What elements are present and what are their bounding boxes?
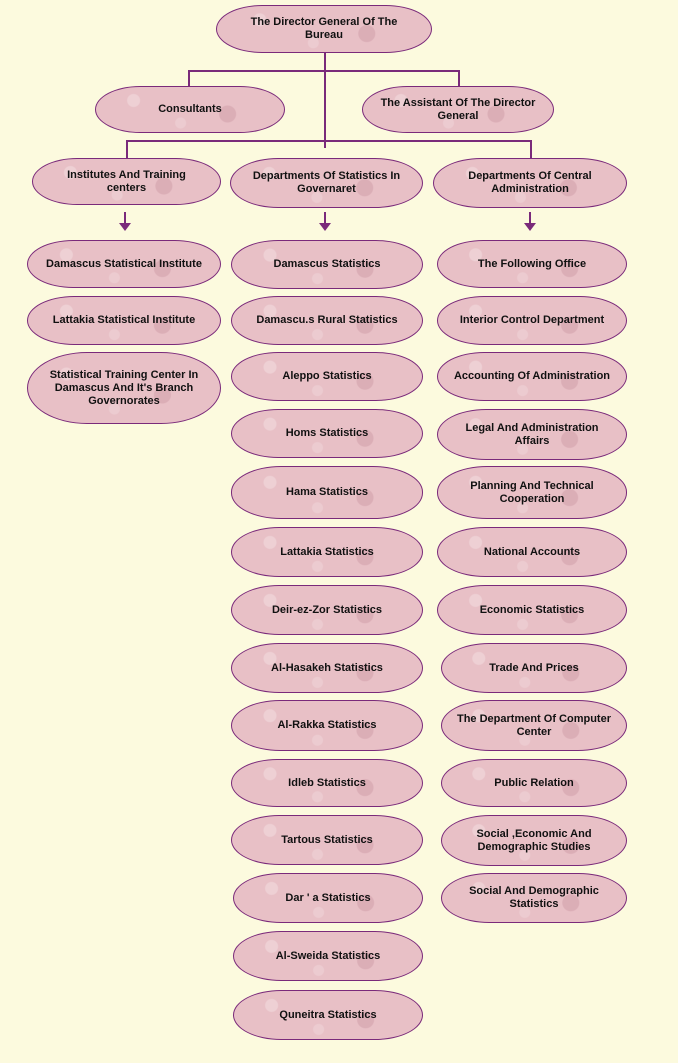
governorate-node: Damascus Statistics: [231, 240, 423, 289]
governorate-node: Deir-ez-Zor Statistics: [231, 585, 423, 635]
governorate-node: Lattakia Statistics: [231, 527, 423, 577]
governorate-node: Dar ' a Statistics: [233, 873, 423, 923]
connector-top-horizontal: [188, 70, 460, 72]
governorate-node: Al-Hasakeh Statistics: [231, 643, 423, 693]
governorate-node: Al-Sweida Statistics: [233, 931, 423, 981]
director-general-node: The Director General Of The Bureau: [216, 5, 432, 53]
governorate-node: Quneitra Statistics: [233, 990, 423, 1040]
connector-consultants-drop: [188, 70, 190, 86]
institute-node: Lattakia Statistical Institute: [27, 296, 221, 345]
central-dept-node: Economic Statistics: [437, 585, 627, 635]
governorate-node: Tartous Statistics: [231, 815, 423, 865]
consultants-node: Consultants: [95, 86, 285, 133]
governorate-node: Damascu.s Rural Statistics: [231, 296, 423, 345]
central-dept-node: The Department Of Computer Center: [441, 700, 627, 751]
connector-director-down: [324, 52, 326, 148]
connector-branch-horizontal: [126, 140, 532, 142]
arrow-down-icon: [319, 212, 331, 231]
institute-node: Damascus Statistical Institute: [27, 240, 221, 288]
central-dept-node: Interior Control Department: [437, 296, 627, 345]
assistant-director-node: The Assistant Of The Director General: [362, 86, 554, 133]
connector-central-drop: [530, 140, 532, 159]
governorate-node: Aleppo Statistics: [231, 352, 423, 401]
arrow-down-icon: [119, 212, 131, 231]
governorate-node: Hama Statistics: [231, 466, 423, 519]
central-dept-node: Planning And Technical Cooperation: [437, 466, 627, 519]
central-dept-node: Social And Demographic Statistics: [441, 873, 627, 923]
central-branch-node: Departments Of Central Administration: [433, 158, 627, 208]
central-dept-node: Social ,Economic And Demographic Studies: [441, 815, 627, 866]
governorate-node: Homs Statistics: [231, 409, 423, 458]
arrow-down-icon: [524, 212, 536, 231]
institute-node: Statistical Training Center In Damascus …: [27, 352, 221, 424]
central-dept-node: Trade And Prices: [441, 643, 627, 693]
central-dept-node: Legal And Administration Affairs: [437, 409, 627, 460]
governorate-node: Idleb Statistics: [231, 759, 423, 807]
governorate-node: Al-Rakka Statistics: [231, 700, 423, 751]
governorates-branch-node: Departments Of Statistics In Governaret: [230, 158, 423, 208]
connector-assistant-drop: [458, 70, 460, 86]
central-dept-node: Public Relation: [441, 759, 627, 807]
institutes-branch-node: Institutes And Training centers: [32, 158, 221, 205]
central-dept-node: National Accounts: [437, 527, 627, 577]
connector-institutes-drop: [126, 140, 128, 159]
central-dept-node: Accounting Of Administration: [437, 352, 627, 401]
central-dept-node: The Following Office: [437, 240, 627, 288]
